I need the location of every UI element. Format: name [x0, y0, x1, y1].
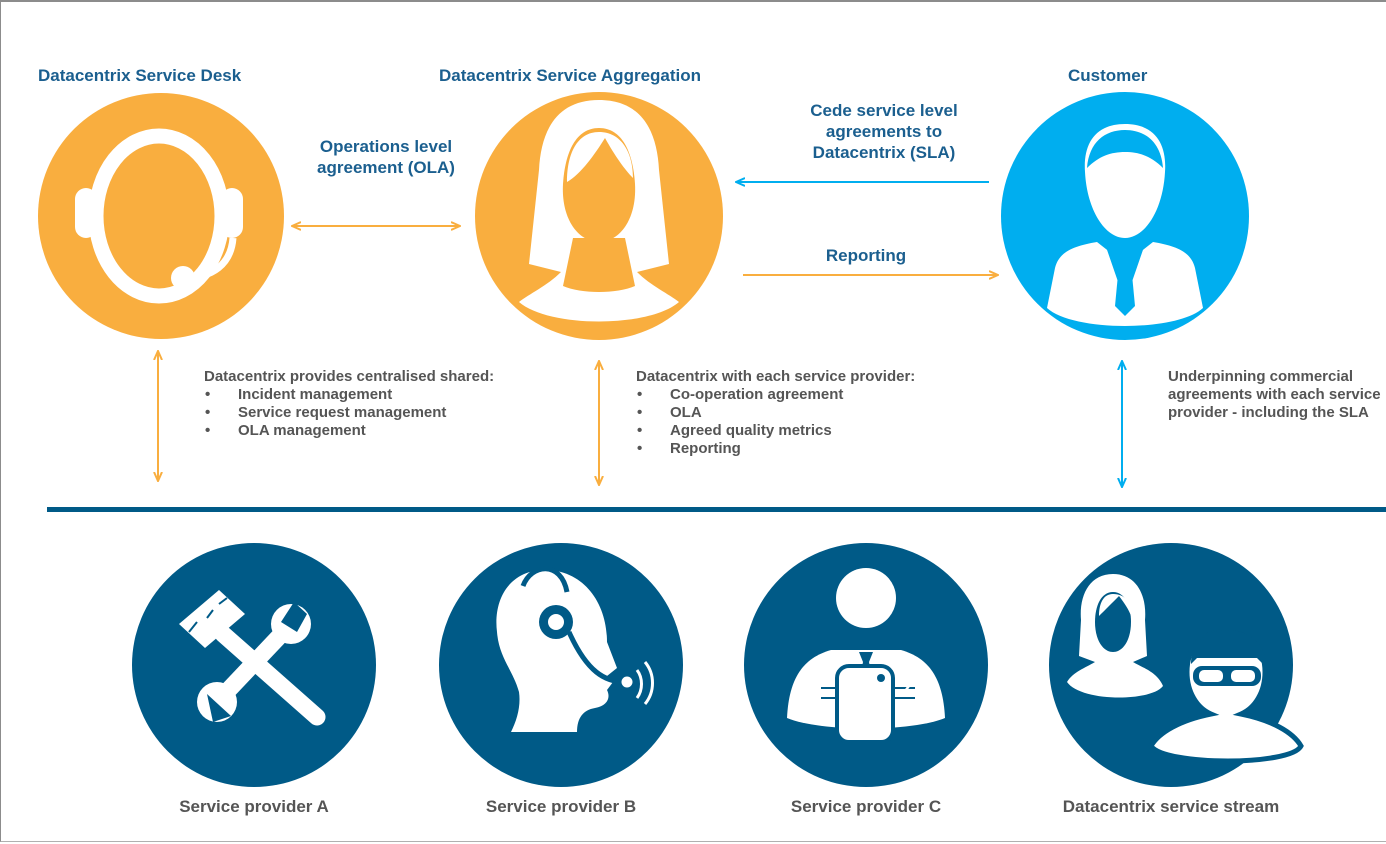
- divider-line: [47, 507, 1386, 512]
- customer-circle: [1001, 92, 1249, 340]
- team-icon: [1067, 574, 1304, 764]
- service-desk-note-intro: Datacentrix provides centralised shared:: [204, 368, 495, 385]
- tools-icon: [179, 590, 326, 726]
- provider-c-circle: [744, 543, 988, 787]
- tablet-user-icon: [787, 568, 945, 744]
- list-item: Reporting: [637, 440, 996, 458]
- ola-label: Operations level agreement (OLA): [317, 137, 455, 177]
- aggregation-note: Datacentrix with each service provider: …: [636, 368, 996, 458]
- list-item: Incident management: [205, 386, 504, 404]
- list-item: Agreed quality metrics: [637, 422, 996, 440]
- service-desk-circle: [38, 93, 284, 339]
- service-desk-note-list: Incident management Service request mana…: [204, 386, 504, 440]
- service-desk-header: Datacentrix Service Desk: [38, 66, 242, 85]
- aggregation-note-list: Co-operation agreement OLA Agreed qualit…: [636, 386, 996, 458]
- service-stream-circle: [1049, 543, 1304, 787]
- list-item: Co-operation agreement: [637, 386, 996, 404]
- woman-icon: [519, 100, 679, 322]
- provider-b-circle: [439, 543, 683, 787]
- list-item: OLA: [637, 404, 996, 422]
- aggregation-note-intro: Datacentrix with each service provider:: [636, 368, 916, 385]
- provider-c-caption: Service provider C: [790, 797, 942, 816]
- service-stream-caption: Datacentrix service stream: [1062, 797, 1280, 816]
- provider-b-caption: Service provider B: [485, 797, 637, 816]
- provider-a-circle: [132, 543, 376, 787]
- provider-a-caption: Service provider A: [179, 797, 329, 816]
- headset-profile-icon: [496, 566, 654, 732]
- sla-label: Cede service level agreements to Datacen…: [810, 101, 958, 162]
- service-aggregation-circle: [475, 92, 723, 340]
- service-aggregation-header: Datacentrix Service Aggregation: [439, 66, 702, 85]
- customer-note: Underpinning commercial agreements with …: [1168, 368, 1381, 421]
- reporting-label: Reporting: [825, 246, 907, 265]
- businessman-icon: [1047, 124, 1203, 326]
- headset-icon: [75, 128, 243, 304]
- list-item: Service request management: [205, 404, 504, 422]
- list-item: OLA management: [205, 422, 504, 440]
- service-desk-note: Datacentrix provides centralised shared:…: [204, 368, 504, 440]
- customer-header: Customer: [1068, 66, 1148, 85]
